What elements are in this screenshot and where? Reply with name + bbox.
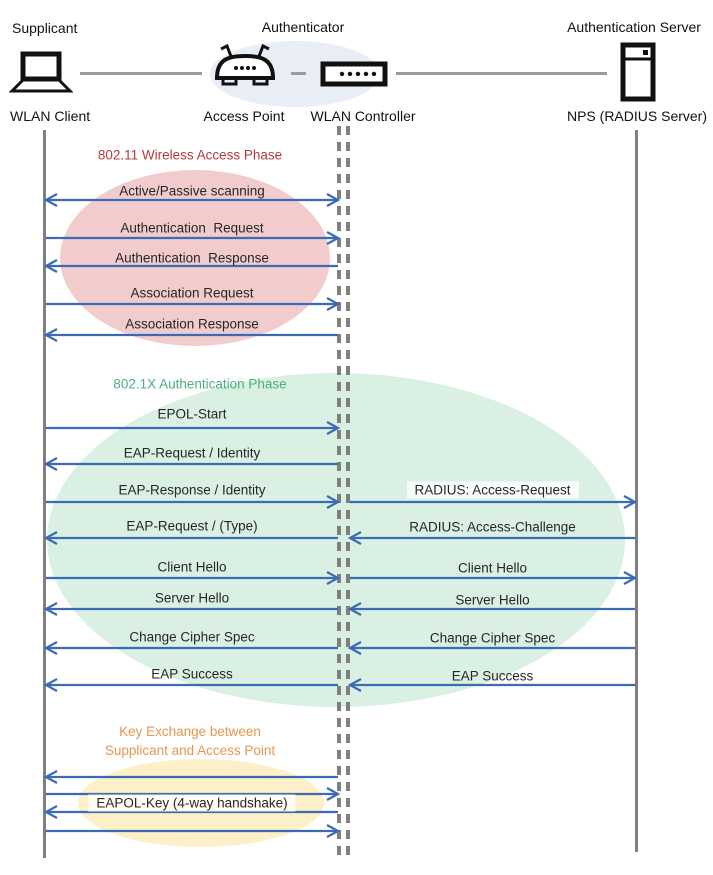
access-point-icon <box>214 43 276 86</box>
message-arrow <box>347 531 635 545</box>
message-arrow <box>347 678 635 692</box>
message-arrow <box>350 571 638 585</box>
message-arrow <box>43 770 338 784</box>
message-arrow <box>46 231 341 245</box>
message-arrow <box>43 602 338 616</box>
message-arrow <box>46 571 341 585</box>
phase-title-key-exchange: Key Exchange between Supplicant and Acce… <box>104 724 276 758</box>
message-label: Authentication Request <box>120 220 264 236</box>
message-arrow <box>347 641 635 655</box>
label-wlan-client: WLAN Client <box>10 108 91 124</box>
message-label: EAP-Request / (Type) <box>126 518 258 534</box>
message-label: Server Hello <box>455 592 530 608</box>
message-label: Authentication Response <box>115 250 269 266</box>
message-arrow <box>43 328 338 342</box>
message-label: EAP-Request / Identity <box>123 445 261 461</box>
message-arrow <box>46 495 341 509</box>
label-access-point: Access Point <box>203 108 285 124</box>
message-arrow <box>43 641 338 655</box>
connector-line <box>291 72 306 75</box>
message-arrow <box>350 495 638 509</box>
message-label: RADIUS: Access-Request <box>406 481 579 499</box>
message-label: Client Hello <box>457 560 528 576</box>
message-label: EAP-Response / Identity <box>118 482 266 498</box>
message-label: Change Cipher Spec <box>429 630 556 646</box>
message-arrow <box>43 805 338 819</box>
message-label: EPOL-Start <box>157 406 227 422</box>
lifeline-authenticator-dashed-left <box>337 126 341 856</box>
message-arrow <box>347 602 635 616</box>
message-label: Server Hello <box>154 590 230 606</box>
message-label: EAP Success <box>451 668 534 684</box>
message-label: Client Hello <box>157 559 227 575</box>
role-authentication-server: Authentication Server <box>567 19 701 35</box>
role-authenticator: Authenticator <box>261 19 345 35</box>
laptop-icon <box>9 51 73 93</box>
label-nps-radius-server: NPS (RADIUS Server) <box>566 108 708 124</box>
message-label: EAPOL-Key (4-way handshake) <box>88 794 296 812</box>
server-icon <box>620 42 656 102</box>
role-supplicant: Supplicant <box>12 20 78 36</box>
message-label: RADIUS: Access-Challenge <box>409 519 576 535</box>
wlan-controller-icon <box>320 61 388 87</box>
message-label: Active/Passive scanning <box>119 183 265 199</box>
phase-title-8021x: 802.1X Authentication Phase <box>113 376 287 392</box>
message-arrow <box>46 787 341 801</box>
lifeline-authenticator-dashed-right <box>346 126 350 856</box>
message-arrow <box>43 193 341 207</box>
message-label: Association Request <box>130 285 254 301</box>
label-wlan-controller: WLAN Controller <box>310 108 416 124</box>
message-label: EAP Success <box>151 666 233 682</box>
message-arrow <box>43 457 338 471</box>
message-arrow <box>46 824 341 838</box>
message-arrow <box>43 678 338 692</box>
phase-title-80211: 802.11 Wireless Access Phase <box>97 147 283 163</box>
connector-line <box>80 72 202 75</box>
connector-line <box>396 72 607 75</box>
message-arrow <box>43 259 338 273</box>
lifeline-supplicant <box>43 130 46 858</box>
message-arrow <box>46 297 341 311</box>
message-arrow <box>46 421 341 435</box>
message-label: Change Cipher Spec <box>129 629 255 645</box>
message-label: Association Response <box>125 316 259 332</box>
lifeline-auth-server <box>635 130 638 852</box>
message-arrow <box>43 531 338 545</box>
